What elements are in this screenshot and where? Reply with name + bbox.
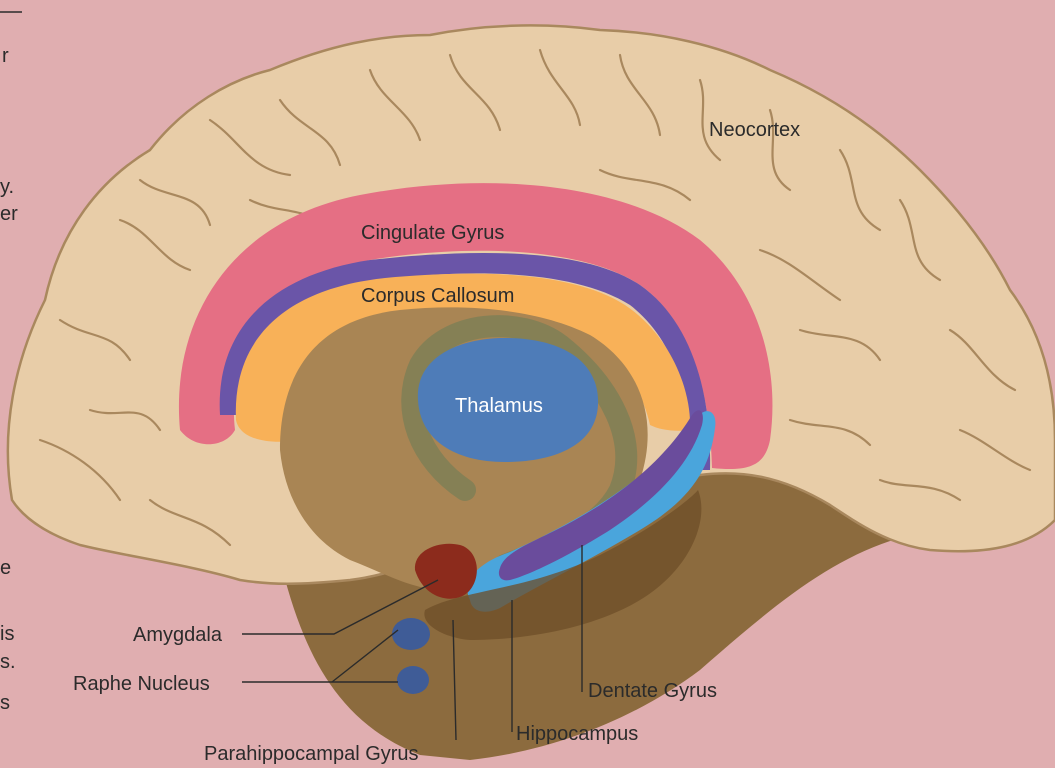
side-text-fragment: er xyxy=(0,203,18,226)
side-text-fragment: s xyxy=(0,692,10,715)
label-corpus-callosum: Corpus Callosum xyxy=(361,285,514,307)
label-thalamus: Thalamus xyxy=(455,395,543,417)
side-text-fragment: y. xyxy=(0,176,14,199)
label-neocortex: Neocortex xyxy=(709,119,800,141)
label-hippocampus: Hippocampus xyxy=(516,723,638,745)
label-dentate-gyrus: Dentate Gyrus xyxy=(588,680,717,702)
label-cingulate-gyrus: Cingulate Gyrus xyxy=(361,222,504,244)
label-amygdala: Amygdala xyxy=(133,624,223,646)
raphe-nucleus-lower xyxy=(397,666,429,694)
side-text-fragment: is xyxy=(0,623,14,646)
side-text-fragment: s. xyxy=(0,651,16,674)
label-raphe-nucleus: Raphe Nucleus xyxy=(73,673,210,695)
side-text-fragment: e xyxy=(0,557,11,580)
label-parahippocampal-gyrus: Parahippocampal Gyrus xyxy=(204,743,419,765)
side-text-fragment: r xyxy=(2,45,9,68)
raphe-nucleus-upper xyxy=(392,618,430,650)
